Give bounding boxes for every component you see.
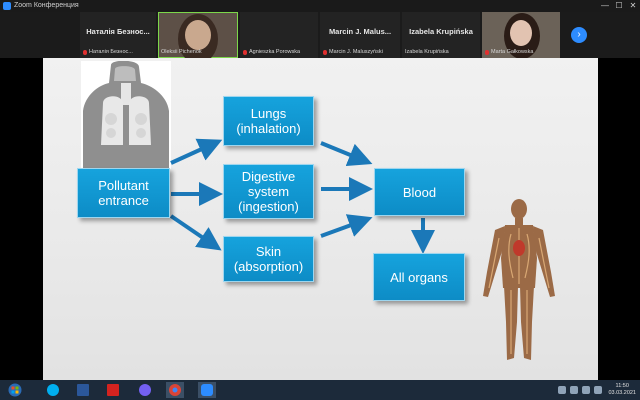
all-organs-box: All organs	[373, 253, 465, 301]
clock-time: 11:50	[615, 383, 629, 389]
participant-label: Marcin J. Maluszyński	[323, 49, 383, 55]
shared-screen: Pollutant entrance Lungs (inhalation) Di…	[0, 58, 640, 380]
lungs-box: Lungs (inhalation)	[223, 96, 314, 146]
participant-name: Izabela Krupińska	[409, 27, 473, 36]
digestive-system-box: Digestive system (ingestion)	[223, 164, 314, 219]
pollutant-entrance-box: Pollutant entrance	[77, 168, 170, 218]
participant-tile[interactable]: Izabela Krupińska Izabela Krupińska	[402, 12, 480, 58]
window-title: Zoom Конференция	[14, 2, 79, 9]
human-body-illustration	[483, 199, 555, 360]
participant-face	[185, 20, 211, 50]
lungs-torso-illustration	[81, 61, 171, 169]
windows-taskbar: 11:50 03.03.2021	[0, 380, 640, 400]
zoom-icon[interactable]	[198, 382, 216, 398]
participant-name: Наталія Безнос...	[86, 27, 150, 36]
volume-icon[interactable]	[582, 386, 591, 394]
minimize-button[interactable]: —	[601, 1, 609, 10]
mic-muted-icon	[323, 49, 327, 55]
participant-face	[510, 20, 532, 46]
window-controls: — ☐ ✕	[598, 0, 640, 12]
mic-muted-icon	[83, 49, 87, 55]
participant-strip: Наталія Безнос... Наталія Безнос... Olek…	[0, 12, 640, 58]
close-button[interactable]: ✕	[629, 1, 637, 10]
mic-muted-icon	[243, 49, 247, 55]
skype-icon[interactable]	[44, 382, 62, 398]
system-tray: 11:50 03.03.2021	[556, 380, 640, 400]
title-bar: Zoom Конференция — ☐ ✕	[0, 0, 640, 12]
participant-name: Marcin J. Malus...	[328, 27, 392, 36]
maximize-button[interactable]: ☐	[615, 1, 623, 10]
participant-label: Izabela Krupińska	[405, 49, 449, 55]
participant-label: Наталія Безнос...	[83, 49, 133, 55]
participant-label: Marta Gałkowska	[485, 49, 534, 55]
participant-video-tile[interactable]: Oleksii Pichenok	[158, 12, 238, 58]
blood-box: Blood	[374, 168, 465, 216]
tray-chevron-icon[interactable]	[558, 386, 567, 394]
start-icon[interactable]	[6, 382, 24, 398]
battery-icon[interactable]	[594, 386, 603, 394]
network-icon[interactable]	[570, 386, 579, 394]
participant-tile[interactable]: Marcin J. Malus... Marcin J. Maluszyński	[320, 12, 400, 58]
skin-box: Skin (absorption)	[223, 236, 314, 282]
participant-video-tile[interactable]: Marta Gałkowska	[482, 12, 560, 58]
participant-label: Agnieszka Porowska	[243, 49, 300, 55]
participant-tile[interactable]: Наталія Безнос... Наталія Безнос...	[80, 12, 156, 58]
chrome-icon[interactable]	[166, 382, 184, 398]
clock-date: 03.03.2021	[608, 390, 636, 396]
viber-icon[interactable]	[136, 382, 154, 398]
next-page-chevron-icon[interactable]: ›	[571, 27, 587, 43]
flow-arrows	[169, 138, 435, 254]
pdf-icon[interactable]	[104, 382, 122, 398]
presentation-slide: Pollutant entrance Lungs (inhalation) Di…	[43, 58, 598, 380]
word-icon[interactable]	[74, 382, 92, 398]
system-clock[interactable]: 11:50 03.03.2021	[608, 383, 636, 397]
mic-muted-icon	[485, 49, 489, 55]
participant-label: Oleksii Pichenok	[161, 49, 202, 55]
participant-tile[interactable]: Agnieszka Porowska	[240, 12, 318, 58]
zoom-app-icon	[3, 2, 11, 10]
